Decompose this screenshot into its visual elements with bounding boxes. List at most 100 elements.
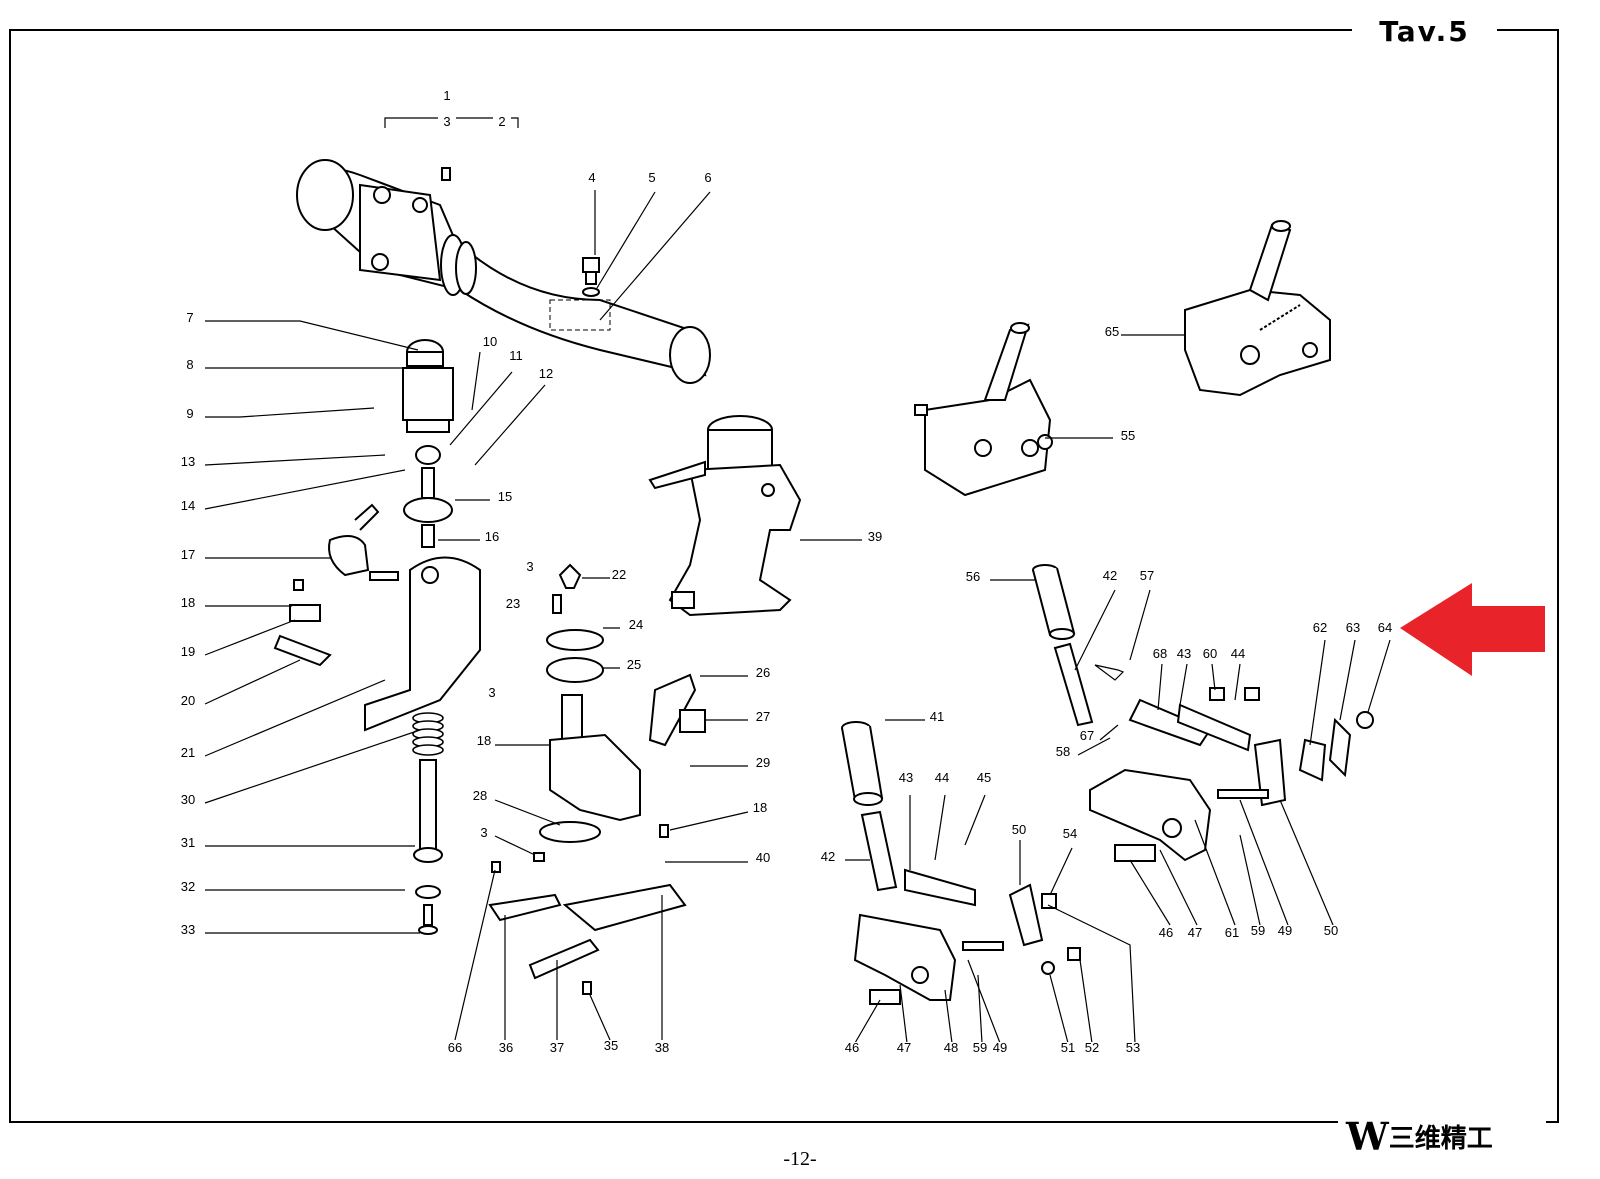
part-callout-13: 13 xyxy=(181,454,195,469)
callout-bg xyxy=(181,408,199,422)
callout-bg xyxy=(1276,925,1294,939)
callout-bg xyxy=(471,790,489,804)
part-callout-40: 40 xyxy=(756,850,770,865)
callout-bg xyxy=(754,757,772,771)
callout-bg xyxy=(1344,622,1362,636)
callout-bg xyxy=(1054,746,1072,760)
part-callout-49: 49 xyxy=(1278,923,1292,938)
part-callout-24: 24 xyxy=(629,617,643,632)
callout-bg xyxy=(1151,648,1169,662)
part-callout-9: 9 xyxy=(186,406,193,421)
red-arrow-icon xyxy=(1400,583,1545,676)
part-callout-3: 3 xyxy=(488,685,495,700)
callout-bg xyxy=(754,852,772,866)
presser-bar-assembly xyxy=(273,339,481,935)
part-callout-57: 57 xyxy=(1140,568,1154,583)
callout-bg xyxy=(483,531,501,545)
part-callout-11: 11 xyxy=(509,348,523,363)
plate-frame xyxy=(9,29,1559,1123)
callout-bg xyxy=(537,368,555,382)
part-callout-6: 6 xyxy=(704,170,711,185)
callout-bg xyxy=(625,659,643,673)
callout-bg xyxy=(521,561,539,575)
callout-bg xyxy=(1229,648,1247,662)
callout-bg xyxy=(751,802,769,816)
part-callout-46: 46 xyxy=(1159,925,1173,940)
logo-mark: W xyxy=(1346,1113,1389,1159)
logo-text: 三维精工 xyxy=(1388,1123,1493,1154)
part-callout-47: 47 xyxy=(897,1040,911,1055)
part-callout-1: 1 xyxy=(443,88,450,103)
callout-bg xyxy=(493,116,511,130)
part-callout-18: 18 xyxy=(477,733,491,748)
part-callout-66: 66 xyxy=(448,1040,462,1055)
part-callout-64: 64 xyxy=(1378,620,1392,635)
callout-bg xyxy=(942,1042,960,1056)
part-callout-68: 68 xyxy=(1153,646,1167,661)
callout-bg xyxy=(1010,824,1028,838)
callout-bg xyxy=(1124,1042,1142,1056)
callout-bg xyxy=(653,1042,671,1056)
part-callout-59: 59 xyxy=(973,1040,987,1055)
part-callout-8: 8 xyxy=(186,357,193,372)
callout-bg xyxy=(179,456,197,470)
callout-bg xyxy=(1249,925,1267,939)
part-callout-5: 5 xyxy=(648,170,655,185)
callout-bg xyxy=(1223,927,1241,941)
part-callout-27: 27 xyxy=(756,709,770,724)
callout-bg xyxy=(964,571,982,585)
callout-bg xyxy=(438,90,456,104)
part-callout-67: 67 xyxy=(1080,728,1094,743)
part-callout-3: 3 xyxy=(443,114,450,129)
part-callout-44: 44 xyxy=(935,770,949,785)
callout-bg xyxy=(475,827,493,841)
callout-bg xyxy=(179,646,197,660)
part-callout-25: 25 xyxy=(627,657,641,672)
part-callout-44: 44 xyxy=(1231,646,1245,661)
callout-bg xyxy=(1101,570,1119,584)
callout-bg xyxy=(179,837,197,851)
part-callout-22: 22 xyxy=(612,567,626,582)
part-callout-43: 43 xyxy=(899,770,913,785)
callout-bg xyxy=(975,772,993,786)
part-callout-59: 59 xyxy=(1251,923,1265,938)
callout-bg xyxy=(1138,570,1156,584)
callout-bg xyxy=(928,711,946,725)
callout-bg xyxy=(754,711,772,725)
callout-bg xyxy=(548,1042,566,1056)
part-callout-46: 46 xyxy=(845,1040,859,1055)
callout-bg xyxy=(1078,730,1096,744)
callout-bg xyxy=(179,924,197,938)
part-callout-53: 53 xyxy=(1126,1040,1140,1055)
callout-bg xyxy=(583,172,601,186)
callout-bg xyxy=(181,359,199,373)
callout-bg xyxy=(1376,622,1394,636)
part-callout-50: 50 xyxy=(1324,923,1338,938)
part-callout-18: 18 xyxy=(181,595,195,610)
callout-bg xyxy=(1186,927,1204,941)
callout-bg xyxy=(1175,648,1193,662)
callout-bg xyxy=(497,1042,515,1056)
part-callout-54: 54 xyxy=(1063,826,1077,841)
part-callout-4: 4 xyxy=(588,170,595,185)
part-callout-33: 33 xyxy=(181,922,195,937)
thread-tension-unit-39 xyxy=(648,415,802,617)
part-callout-28: 28 xyxy=(473,788,487,803)
part-callout-55: 55 xyxy=(1121,428,1135,443)
callout-bg xyxy=(504,598,522,612)
part-callout-15: 15 xyxy=(498,489,512,504)
callout-bg xyxy=(179,549,197,563)
part-callout-10: 10 xyxy=(483,334,497,349)
part-callout-36: 36 xyxy=(499,1040,513,1055)
part-callout-60: 60 xyxy=(1203,646,1217,661)
part-callout-50: 50 xyxy=(1012,822,1026,837)
callout-bg xyxy=(1083,1042,1101,1056)
part-callout-31: 31 xyxy=(181,835,195,850)
callout-bg xyxy=(610,569,628,583)
callout-bg xyxy=(438,116,456,130)
part-callout-51: 51 xyxy=(1061,1040,1075,1055)
callout-bg xyxy=(1157,927,1175,941)
part-callout-3: 3 xyxy=(480,825,487,840)
callout-bg xyxy=(446,1042,464,1056)
